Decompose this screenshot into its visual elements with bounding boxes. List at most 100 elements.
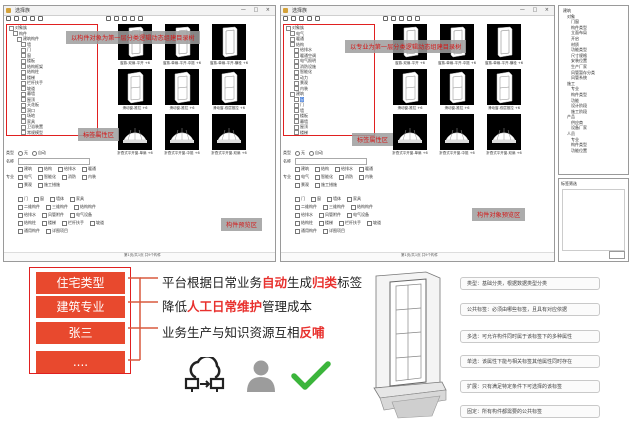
tree-item[interactable]: 开启 bbox=[561, 36, 626, 42]
component-tile[interactable]: 折叠式平开窗-中挺 +6 bbox=[164, 114, 200, 155]
checkbox[interactable] bbox=[50, 196, 55, 202]
radio-button[interactable] bbox=[32, 150, 37, 156]
tree-item[interactable]: 卫浴装置 bbox=[7, 124, 97, 130]
checkbox[interactable] bbox=[347, 212, 352, 218]
tag-chip[interactable]: 张三 bbox=[36, 322, 125, 344]
tree-item[interactable]: 景观 bbox=[284, 80, 374, 86]
tree-expander-icon[interactable] bbox=[294, 113, 299, 119]
checkbox[interactable] bbox=[295, 174, 300, 180]
component-tile[interactable]: 窗族-单扇-平开-中挺 +6 bbox=[438, 24, 476, 65]
checkbox[interactable] bbox=[323, 228, 328, 234]
name-input[interactable] bbox=[18, 158, 90, 165]
tree-expander-icon[interactable] bbox=[21, 119, 26, 124]
checkbox[interactable] bbox=[18, 182, 23, 188]
checkbox[interactable] bbox=[42, 212, 47, 218]
checkbox[interactable] bbox=[90, 220, 95, 226]
forward-icon[interactable] bbox=[399, 16, 404, 21]
checkbox[interactable] bbox=[339, 220, 344, 226]
checkbox[interactable] bbox=[46, 204, 51, 210]
window-controls[interactable]: — □ × bbox=[519, 7, 552, 13]
tree-item[interactable]: 屋顶 bbox=[7, 97, 97, 102]
tree-item[interactable]: 构件 bbox=[7, 31, 97, 36]
tree-expander-icon[interactable] bbox=[294, 136, 299, 137]
refresh-icon[interactable] bbox=[38, 16, 43, 21]
checkbox[interactable] bbox=[38, 182, 43, 188]
tree-item[interactable]: 屋顶 bbox=[284, 124, 374, 130]
save-icon[interactable] bbox=[22, 16, 27, 21]
tree-expander-icon[interactable] bbox=[294, 108, 299, 113]
component-tile[interactable]: 窗族-单扇-平开-横栓 +6 bbox=[485, 24, 523, 65]
tree-expander-icon[interactable] bbox=[21, 91, 26, 97]
tree-expander-icon[interactable] bbox=[290, 31, 295, 36]
component-tile[interactable]: 折叠式平开窗-单扇 +6 bbox=[392, 114, 428, 155]
checkbox[interactable] bbox=[18, 220, 23, 226]
checkbox[interactable] bbox=[295, 228, 300, 234]
edit-icon[interactable] bbox=[130, 16, 135, 21]
tree-expander-icon[interactable] bbox=[21, 97, 26, 102]
tree-expander-icon[interactable] bbox=[286, 25, 291, 31]
component-tile[interactable]: 滑动窗-双层推拉 +6 bbox=[487, 69, 521, 110]
tree-item[interactable]: 墙 bbox=[284, 108, 374, 113]
tree-item[interactable]: 坡道 bbox=[7, 86, 97, 91]
checkbox[interactable] bbox=[18, 204, 23, 210]
tree-expander-icon[interactable] bbox=[294, 58, 299, 64]
home-icon[interactable] bbox=[383, 16, 388, 21]
checkbox[interactable] bbox=[295, 212, 300, 218]
checkbox[interactable] bbox=[319, 212, 324, 218]
left-directory-tree[interactable]: 对象族构件建筑构件墙门窗楼板结构框架结构柱楼梯栏杆扶手坡道幕墙屋顶天花板洞口场地… bbox=[6, 24, 98, 136]
tag-filter-ok-button[interactable] bbox=[609, 251, 625, 259]
tree-expander-icon[interactable] bbox=[17, 36, 22, 42]
tree-expander-icon[interactable] bbox=[290, 42, 295, 47]
delete-icon[interactable] bbox=[415, 16, 420, 21]
tree-expander-icon[interactable] bbox=[21, 80, 26, 86]
checkbox[interactable] bbox=[70, 196, 75, 202]
tree-item[interactable]: 功能 bbox=[561, 98, 626, 104]
edit-icon[interactable] bbox=[407, 16, 412, 21]
tree-item[interactable]: 楼梯 bbox=[284, 130, 374, 135]
tree-item[interactable]: 功能类型 bbox=[561, 47, 626, 53]
tree-expander-icon[interactable] bbox=[21, 136, 26, 137]
tree-item[interactable]: 暖通 bbox=[284, 36, 374, 42]
tree-item[interactable]: 构件类型 bbox=[561, 142, 626, 148]
tree-item[interactable]: 幕墙 bbox=[284, 119, 374, 124]
tree-expander-icon[interactable] bbox=[294, 53, 299, 58]
tree-expander-icon[interactable] bbox=[294, 75, 299, 80]
tree-expander-icon[interactable] bbox=[21, 108, 26, 113]
tree-item[interactable]: 动力 bbox=[284, 75, 374, 80]
tree-expander-icon[interactable] bbox=[294, 64, 299, 69]
tree-item[interactable]: 建筑 bbox=[561, 8, 626, 14]
tree-expander-icon[interactable] bbox=[294, 47, 299, 53]
tree-item[interactable]: 门 bbox=[7, 47, 97, 53]
component-tile[interactable]: 滑动窗-推拉 +6 bbox=[165, 69, 199, 110]
checkbox[interactable] bbox=[18, 212, 23, 218]
tree-expander-icon[interactable] bbox=[294, 102, 299, 108]
tree-item[interactable]: 构件类型 bbox=[561, 25, 626, 31]
checkbox[interactable] bbox=[295, 220, 300, 226]
checkbox[interactable] bbox=[18, 166, 23, 172]
tree-item[interactable]: 结构 bbox=[284, 42, 374, 47]
tree-item[interactable]: 暖通空调 bbox=[284, 53, 374, 58]
tree-expander-icon[interactable] bbox=[294, 124, 299, 130]
component-tile[interactable]: 折叠式平开窗-单扇 +6 bbox=[117, 114, 153, 155]
tag-chip[interactable]: .... bbox=[36, 351, 125, 373]
tree-item[interactable]: 立面布局 bbox=[561, 30, 626, 36]
tree-item[interactable]: 专业 bbox=[561, 137, 626, 143]
tree-expander-icon[interactable] bbox=[290, 91, 295, 97]
tree-item[interactable]: 幕墙 bbox=[7, 91, 97, 97]
checkbox[interactable] bbox=[327, 196, 332, 202]
tree-expander-icon[interactable] bbox=[21, 124, 26, 130]
tree-item[interactable]: 产品 bbox=[561, 114, 626, 120]
tree-item[interactable]: 对象族 bbox=[284, 25, 374, 31]
tree-item[interactable]: 窗 bbox=[7, 53, 97, 58]
tree-item[interactable]: 智能化 bbox=[284, 69, 374, 75]
tree-expander-icon[interactable] bbox=[21, 75, 26, 80]
home-icon[interactable] bbox=[106, 16, 111, 21]
tree-expander-icon[interactable] bbox=[21, 64, 26, 69]
tree-item[interactable]: 洞口 bbox=[7, 108, 97, 113]
checkbox[interactable] bbox=[58, 166, 63, 172]
tree-item[interactable]: 风管暂存分类 bbox=[561, 70, 626, 76]
tree-item[interactable]: 风管系统 bbox=[561, 75, 626, 81]
refresh-icon[interactable] bbox=[315, 16, 320, 21]
open-icon[interactable] bbox=[291, 16, 296, 21]
checkbox[interactable] bbox=[315, 182, 320, 188]
